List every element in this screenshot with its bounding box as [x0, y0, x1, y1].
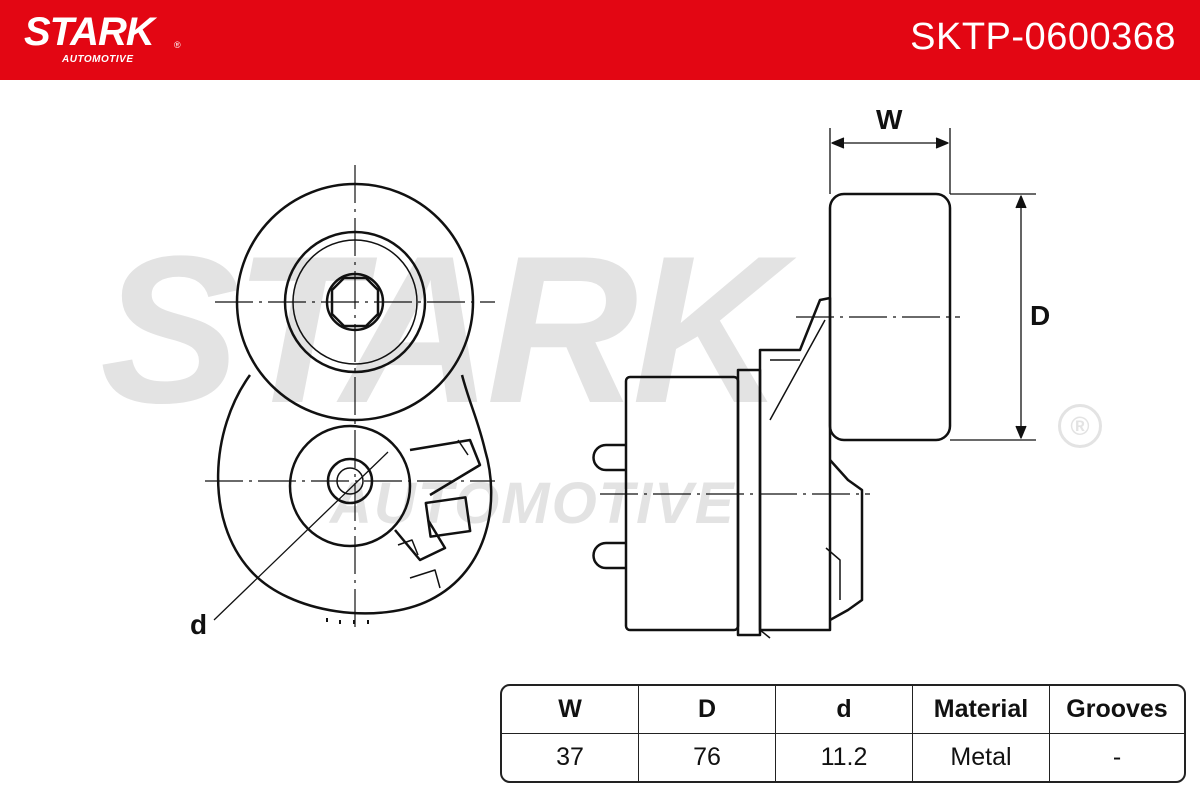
- arm-side-profile: [758, 296, 832, 632]
- base-housing: [624, 375, 740, 632]
- pulley-hex-bolt: [330, 276, 380, 328]
- D-dimension: [950, 193, 1036, 441]
- specs-header-d: d: [776, 686, 913, 734]
- mounting-stud-lower: [592, 541, 626, 570]
- tensioner-body-outline: [216, 374, 493, 615]
- specs-header-D: D: [639, 686, 776, 734]
- specs-value-row: 37 76 11.2 Metal -: [502, 734, 1184, 781]
- specs-value-d: 11.2: [776, 734, 913, 781]
- stark-logo: STARK ® AUTOMOTIVE: [24, 10, 181, 65]
- specs-header-material: Material: [913, 686, 1050, 734]
- watermark-brand: STARK: [100, 212, 784, 447]
- spring-tab: [394, 519, 447, 562]
- logo-registered-mark: ®: [174, 40, 181, 50]
- logo-subtitle: AUTOMOTIVE: [62, 54, 134, 65]
- part-number: SKTP-0600368: [910, 16, 1176, 58]
- hub-side-profile: [829, 459, 864, 622]
- header-bar: STARK ® AUTOMOTIVE SKTP-0600368: [0, 0, 1200, 80]
- dimension-label-w: W: [876, 104, 903, 135]
- specs-value-material: Metal: [913, 734, 1050, 781]
- specs-header-row: W D d Material Grooves: [502, 686, 1184, 734]
- w-dimension: [829, 128, 951, 194]
- side-view: [592, 192, 952, 639]
- spring-arm: [409, 438, 482, 497]
- specs-value-w: 37: [502, 734, 639, 781]
- watermark-subtitle: AUTOMOTIVE: [330, 471, 736, 536]
- specs-header-w: W: [502, 686, 639, 734]
- pivot-circle: [288, 424, 412, 548]
- specs-value-grooves: -: [1112, 743, 1122, 771]
- watermark-registered-mark: ®: [1058, 404, 1102, 448]
- logo-brand-text: STARK: [24, 10, 155, 54]
- d-leader-line: [213, 451, 389, 621]
- spring-window: [424, 496, 472, 538]
- specs-value-D: 76: [639, 734, 776, 781]
- mounting-stud-upper: [592, 443, 626, 472]
- dimension-label-D: D: [1030, 300, 1051, 331]
- specs-table: W D d Material Grooves 37 76 11.2 Metal …: [500, 684, 1186, 783]
- specs-header-grooves: Grooves: [1050, 686, 1184, 734]
- dimension-label-d: d: [190, 609, 208, 640]
- spacer-plate: [736, 368, 762, 637]
